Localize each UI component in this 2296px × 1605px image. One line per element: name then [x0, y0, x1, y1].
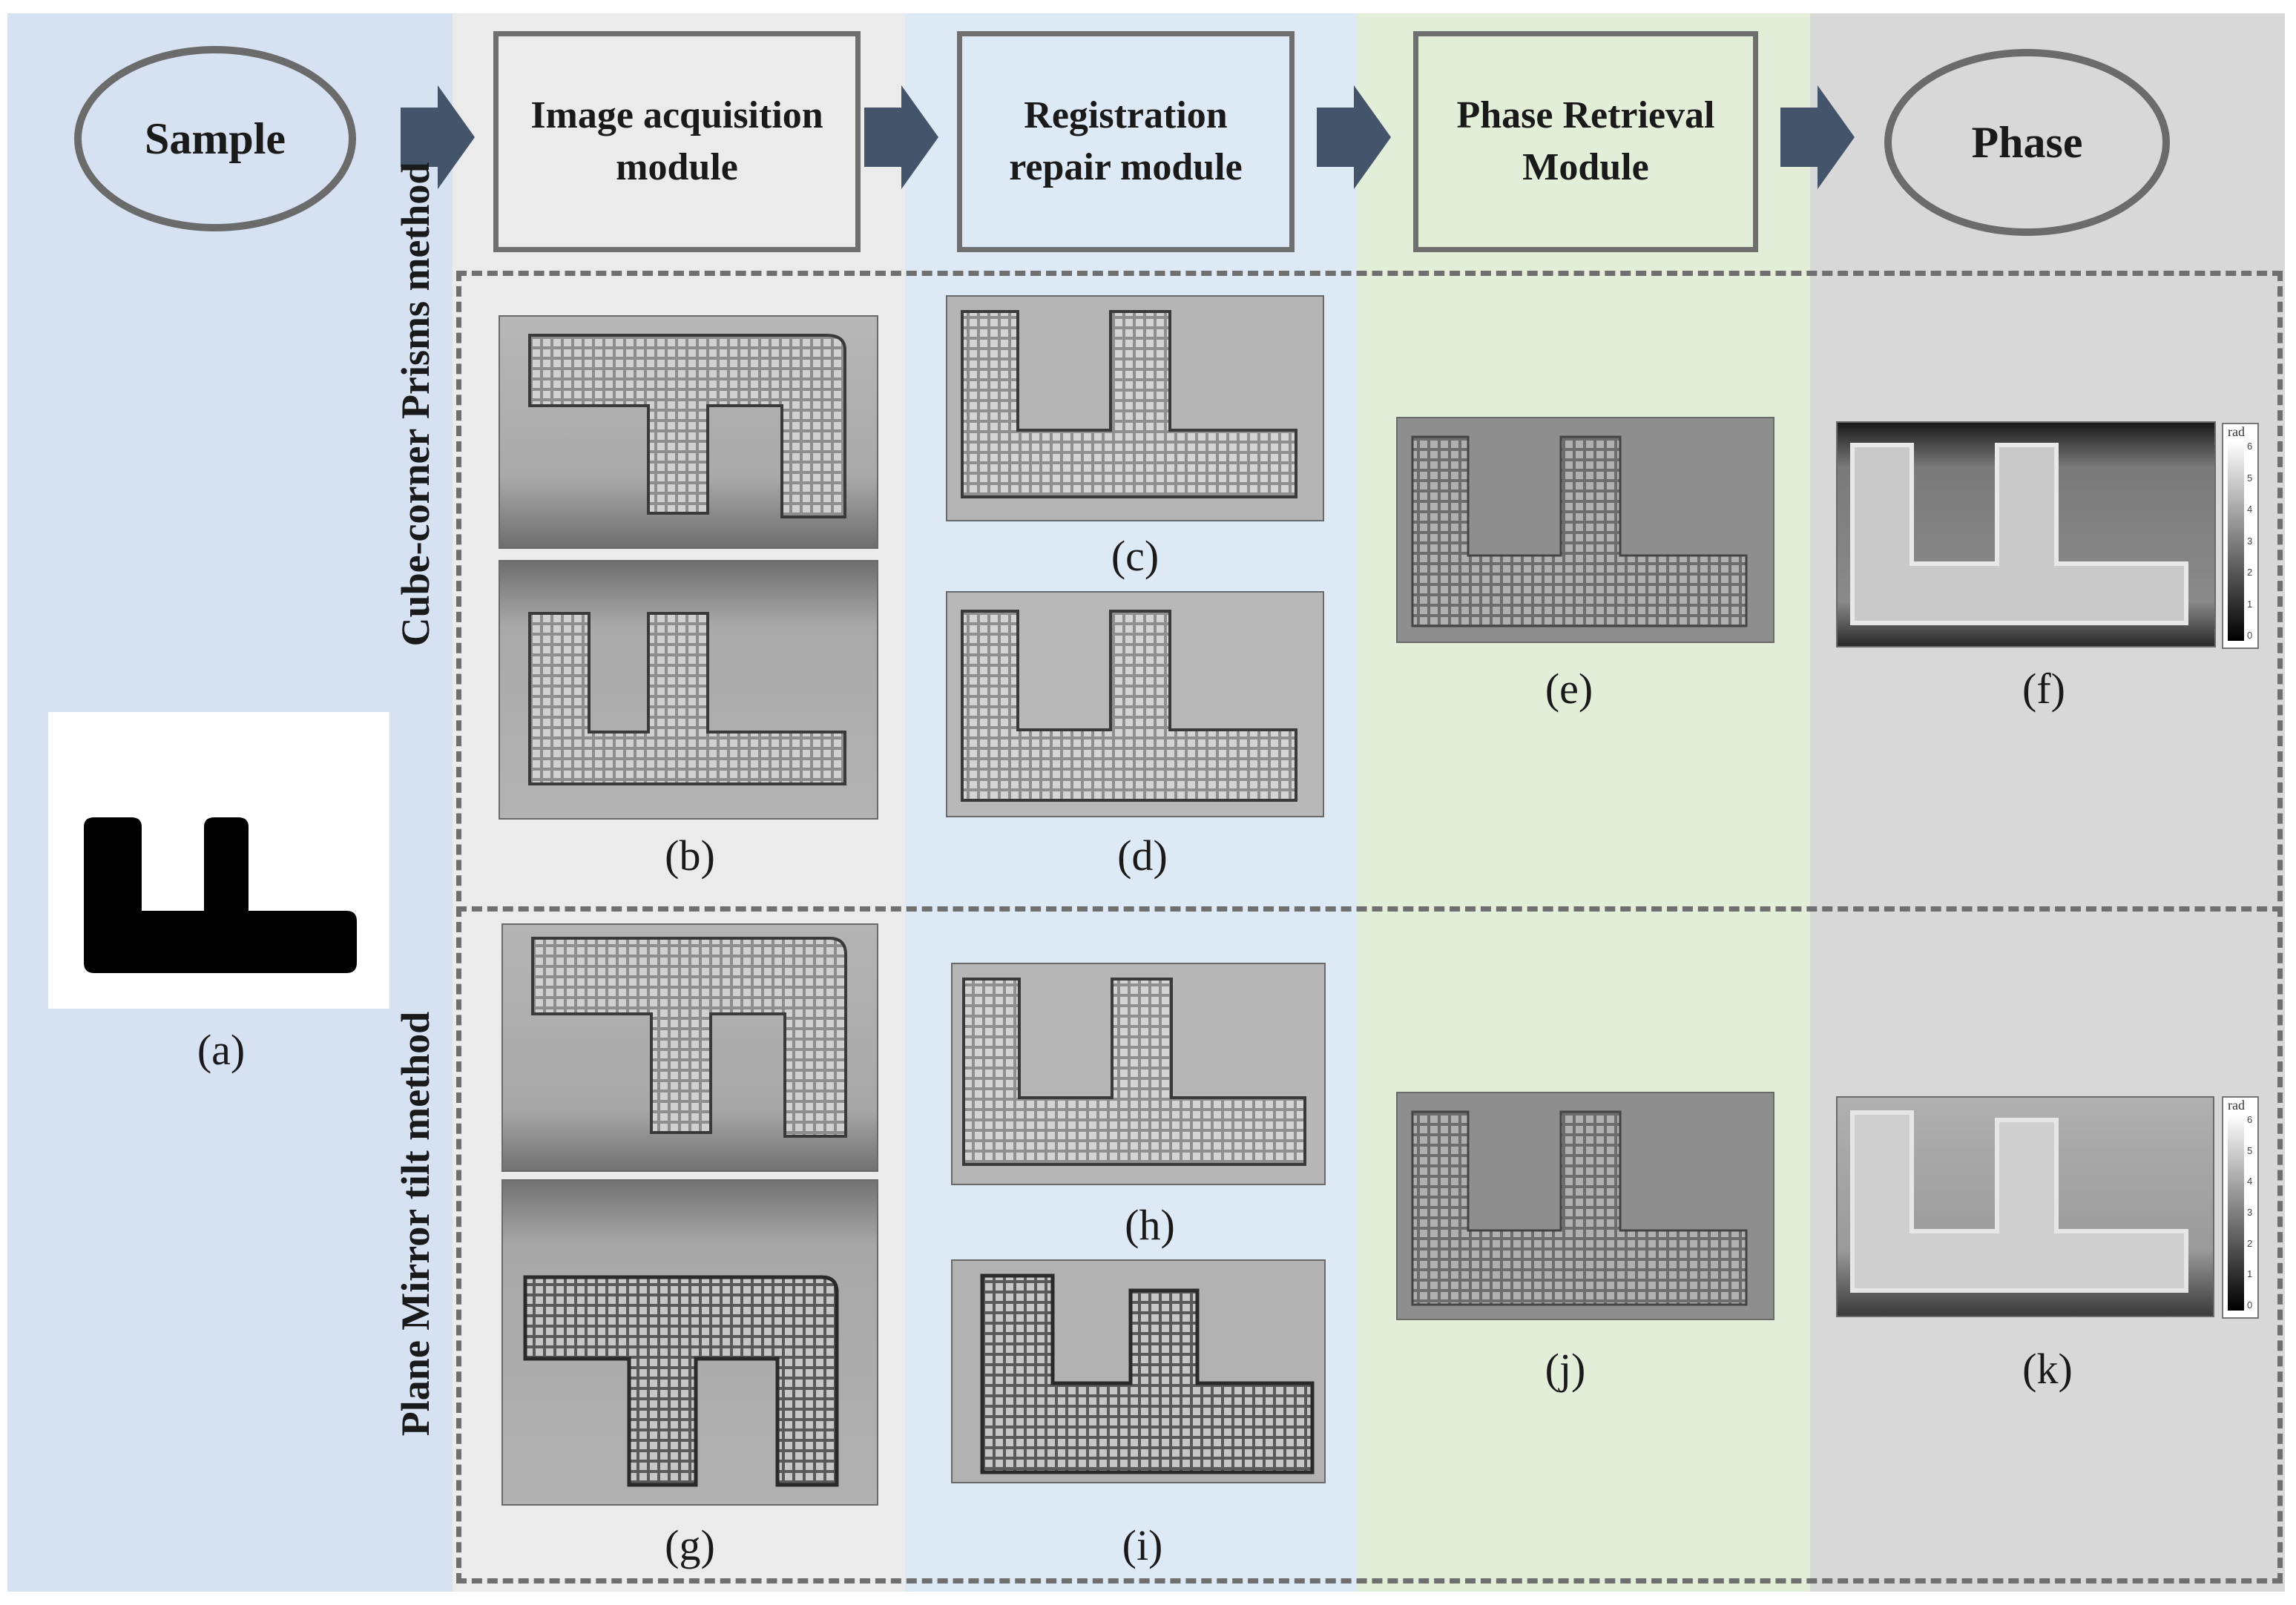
image-k-phase-map — [1836, 1096, 2214, 1317]
colorbar-tick: 5 — [2247, 472, 2253, 484]
colorbar-f-gradient — [2228, 441, 2244, 641]
colorbar-tick: 3 — [2247, 1206, 2253, 1218]
caption-h: (h) — [1125, 1201, 1175, 1249]
block-right-arrow-icon — [1780, 85, 1855, 189]
methods-dashed-frame — [456, 271, 2283, 1583]
image-b-top — [499, 315, 878, 549]
image-g-top — [501, 923, 878, 1172]
colorbar-f-unit: rad — [2228, 424, 2245, 439]
cube-corner-method-label: Cube-corner Prisms method — [389, 108, 441, 701]
colorbar-f: rad 6 5 4 3 2 1 0 — [2222, 423, 2259, 649]
sample-mask-shape — [84, 817, 357, 973]
colorbar-tick: 4 — [2247, 1176, 2253, 1187]
block-right-arrow-icon — [401, 85, 475, 189]
image-e — [1396, 417, 1774, 643]
colorbar-k: rad 6 5 4 3 2 1 0 — [2222, 1096, 2259, 1319]
caption-a: (a) — [197, 1026, 246, 1074]
registration-repair-module-label: Registration repair module — [1009, 94, 1243, 188]
caption-e: (e) — [1545, 665, 1593, 713]
colorbar-tick: 6 — [2247, 441, 2253, 452]
image-b-bottom — [499, 560, 878, 820]
plane-mirror-method-text: Plane Mirror tilt method — [393, 1011, 438, 1437]
colorbar-tick: 5 — [2247, 1144, 2253, 1156]
image-d — [946, 591, 1324, 817]
phase-column-bg — [1810, 13, 2285, 1592]
caption-c: (c) — [1111, 532, 1159, 580]
colorbar-tick: 1 — [2247, 598, 2253, 610]
colorbar-tick: 0 — [2247, 1299, 2253, 1311]
colorbar-k-tick-labels: 6 5 4 3 2 1 0 — [2247, 1114, 2252, 1311]
colorbar-k-unit: rad — [2228, 1098, 2245, 1113]
image-i — [951, 1259, 1326, 1483]
registration-repair-module-box: Registration repair module — [957, 31, 1295, 252]
caption-d: (d) — [1117, 831, 1168, 880]
phase-retrieval-module-label: Phase Retrieval Module — [1456, 94, 1715, 188]
image-h — [951, 963, 1326, 1185]
sample-label: Sample — [144, 113, 286, 163]
sample-mask-image — [48, 712, 389, 1009]
sample-oval: Sample — [74, 46, 356, 231]
block-right-arrow-icon — [864, 85, 938, 189]
image-g-bottom — [501, 1179, 878, 1506]
caption-i: (i) — [1122, 1521, 1163, 1569]
image-c — [946, 295, 1324, 521]
image-f-phase-map — [1836, 421, 2216, 647]
colorbar-tick: 4 — [2247, 504, 2253, 515]
image-acquisition-module-box: Image acquisition module — [493, 31, 861, 252]
methods-divider — [456, 906, 2283, 912]
colorbar-tick: 3 — [2247, 535, 2253, 547]
phase-oval: Phase — [1884, 49, 2170, 236]
phase-retrieval-module-box: Phase Retrieval Module — [1413, 31, 1758, 252]
image-j — [1396, 1092, 1774, 1320]
colorbar-tick: 0 — [2247, 630, 2253, 641]
caption-j: (j) — [1545, 1345, 1586, 1393]
colorbar-tick: 2 — [2247, 1237, 2253, 1249]
caption-b: (b) — [665, 831, 715, 880]
caption-k: (k) — [2022, 1345, 2073, 1393]
caption-g: (g) — [665, 1521, 715, 1569]
colorbar-tick: 1 — [2247, 1268, 2253, 1280]
colorbar-k-gradient — [2228, 1114, 2244, 1311]
colorbar-tick: 2 — [2247, 567, 2253, 578]
colorbar-f-tick-labels: 6 5 4 3 2 1 0 — [2247, 441, 2252, 641]
caption-f: (f) — [2022, 665, 2065, 713]
colorbar-tick: 6 — [2247, 1114, 2253, 1125]
image-acquisition-module-label: Image acquisition module — [530, 94, 823, 188]
block-right-arrow-icon — [1317, 85, 1391, 189]
phase-label: Phase — [1971, 117, 2083, 167]
cube-corner-method-text: Cube-corner Prisms method — [393, 162, 438, 647]
plane-mirror-method-label: Plane Mirror tilt method — [389, 927, 441, 1520]
retrieval-column-bg — [1358, 13, 1810, 1592]
